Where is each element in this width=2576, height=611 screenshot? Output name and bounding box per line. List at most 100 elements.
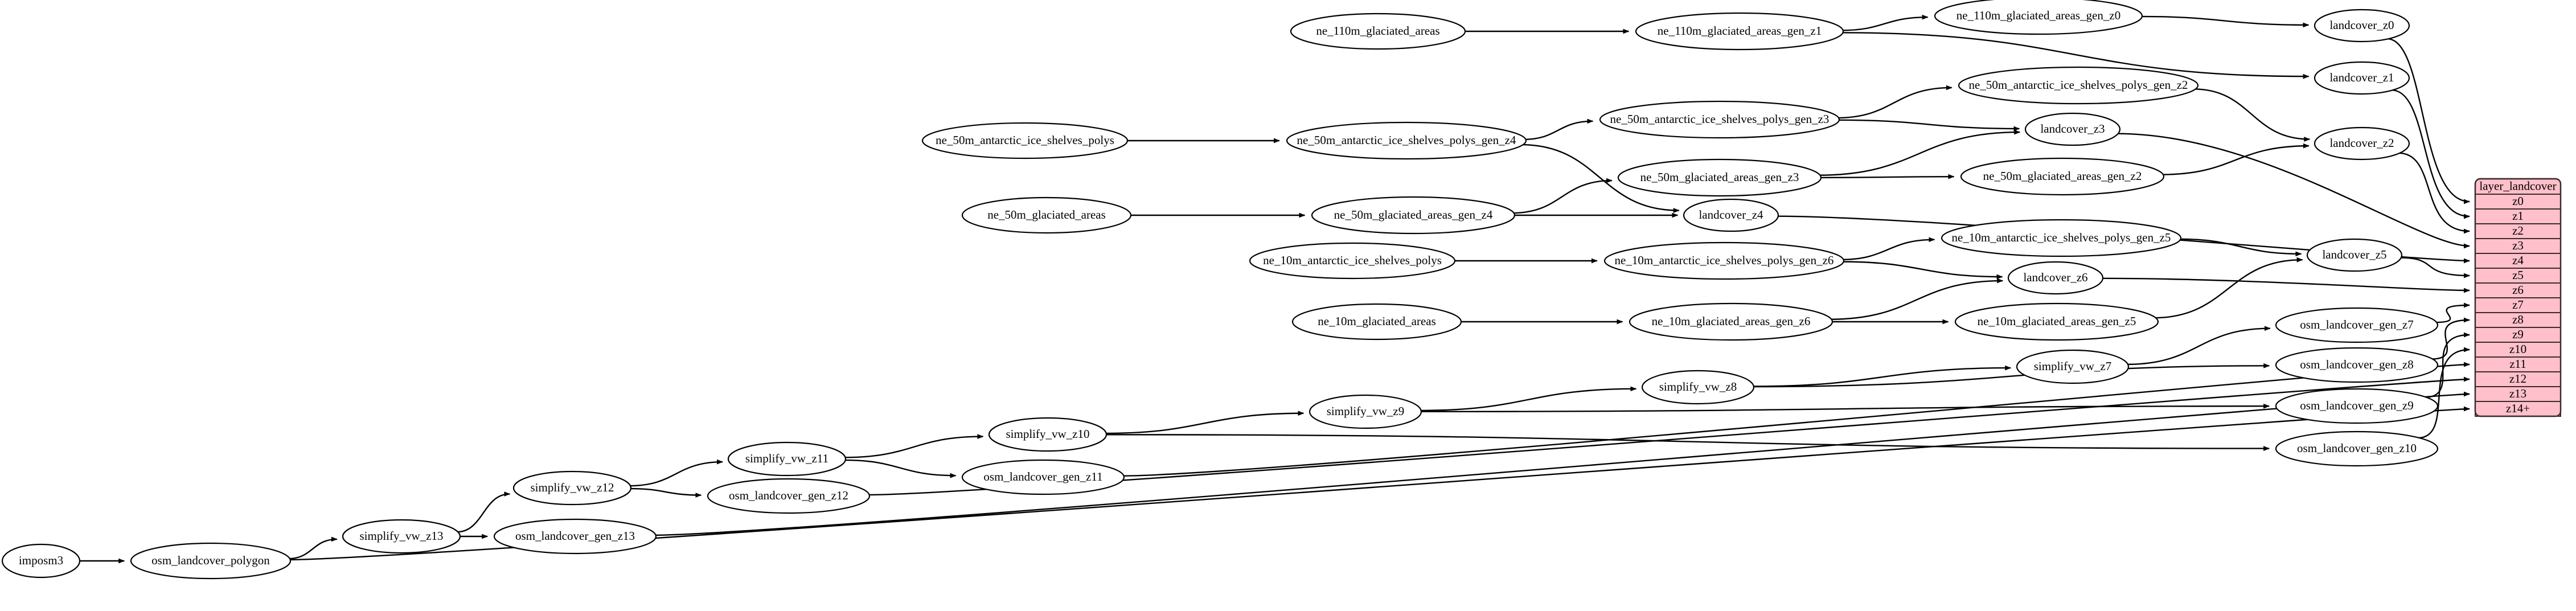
edge-ne_50m_antarctic_ice_shelves_polys_gen_z2-to-landcover_z2 — [2193, 88, 2311, 142]
node-imposm3[interactable]: imposm3 — [1, 543, 81, 579]
edge-simplify_vw_z13-to-simplify_vw_z12 — [457, 491, 511, 533]
node-shape-osm_landcover_polygon — [130, 542, 292, 580]
node-osm_landcover_polygon[interactable]: osm_landcover_polygon — [130, 542, 292, 580]
node-ne_50m_glaciated_areas[interactable]: ne_50m_glaciated_areas — [961, 196, 1132, 234]
node-osm_landcover_gen_z13[interactable]: osm_landcover_gen_z13 — [493, 518, 657, 555]
node-label-ne_110m_glaciated_areas: ne_110m_glaciated_areas — [1316, 24, 1439, 38]
edge-ne_10m_antarctic_ice_shelves_polys_gen_z6-to-landcover_z6 — [1841, 261, 2003, 280]
node-label-ne_10m_glaciated_areas: ne_10m_glaciated_areas — [1318, 314, 1436, 328]
node-ne_50m_glaciated_areas_gen_z4[interactable]: ne_50m_glaciated_areas_gen_z4 — [1311, 196, 1516, 235]
node-shape-ne_10m_antarctic_ice_shelves_polys — [1249, 242, 1456, 280]
node-ne_110m_glaciated_areas[interactable]: ne_110m_glaciated_areas — [1290, 13, 1466, 50]
edge-osm_landcover_gen_z10-to-layer_landcover_z10 — [2417, 347, 2470, 439]
node-ne_110m_glaciated_areas_gen_z0[interactable]: ne_110m_glaciated_areas_gen_z0 — [1934, 0, 2143, 35]
node-osm_landcover_gen_z9[interactable]: osm_landcover_gen_z9 — [2275, 388, 2439, 424]
node-label-landcover_z3: landcover_z3 — [2040, 122, 2105, 136]
edge-ne_50m_glaciated_areas_gen_z2-to-landcover_z2 — [2161, 143, 2310, 175]
edge-landcover_z0-to-layer_landcover_z0 — [2387, 38, 2470, 204]
node-ne_50m_antarctic_ice_shelves_polys_gen_z4[interactable]: ne_50m_antarctic_ice_shelves_polys_gen_z… — [1286, 121, 1527, 160]
edge-ne_50m_antarctic_ice_shelves_polys_gen_z3-to-landcover_z3 — [1836, 119, 2020, 132]
node-simplify_vw_z10[interactable]: simplify_vw_z10 — [988, 417, 1107, 452]
edge-simplify_vw_z9-to-simplify_vw_z8 — [1420, 386, 1637, 412]
node-ne_50m_glaciated_areas_gen_z2[interactable]: ne_50m_glaciated_areas_gen_z2 — [1960, 157, 2165, 196]
node-simplify_vw_z7[interactable]: simplify_vw_z7 — [2016, 349, 2130, 384]
node-ne_10m_antarctic_ice_shelves_polys[interactable]: ne_10m_antarctic_ice_shelves_polys — [1249, 242, 1456, 280]
edge-simplify_vw_z11-to-osm_landcover_gen_z11 — [844, 459, 957, 478]
node-landcover_z6[interactable]: landcover_z6 — [2007, 261, 2104, 295]
node-label-simplify_vw_z11: simplify_vw_z11 — [745, 452, 828, 465]
node-label-ne_50m_antarctic_ice_shelves_polys_gen_z2: ne_50m_antarctic_ice_shelves_polys_gen_z… — [1969, 78, 2188, 92]
node-shape-simplify_vw_z12 — [512, 470, 632, 506]
layer-table-row-label-z4: z4 — [2512, 253, 2524, 267]
node-label-ne_50m_antarctic_ice_shelves_polys: ne_50m_antarctic_ice_shelves_polys — [936, 133, 1114, 147]
layer-table-row-label-z13: z13 — [2509, 387, 2526, 400]
node-shape-landcover_z3 — [2024, 112, 2121, 146]
node-landcover_z2[interactable]: landcover_z2 — [2314, 126, 2410, 161]
node-label-osm_landcover_gen_z12: osm_landcover_gen_z12 — [729, 489, 848, 502]
node-label-osm_landcover_gen_z11: osm_landcover_gen_z11 — [983, 470, 1102, 483]
node-ne_10m_glaciated_areas_gen_z5[interactable]: ne_10m_glaciated_areas_gen_z5 — [1954, 302, 2159, 341]
node-simplify_vw_z9[interactable]: simplify_vw_z9 — [1308, 394, 1422, 429]
node-landcover_z4[interactable]: landcover_z4 — [1683, 198, 1779, 232]
node-shape-simplify_vw_z10 — [988, 417, 1107, 452]
node-ne_50m_glaciated_areas_gen_z3[interactable]: ne_50m_glaciated_areas_gen_z3 — [1617, 158, 1822, 197]
node-label-osm_landcover_polygon: osm_landcover_polygon — [151, 553, 270, 567]
node-shape-ne_50m_antarctic_ice_shelves_polys — [921, 122, 1129, 159]
edge-ne_110m_glaciated_areas_gen_z1-to-ne_110m_glaciated_areas_gen_z0 — [1841, 14, 1929, 31]
node-simplify_vw_z12[interactable]: simplify_vw_z12 — [512, 470, 632, 506]
node-simplify_vw_z8[interactable]: simplify_vw_z8 — [1641, 370, 1755, 405]
layer-table-row-label-z5: z5 — [2512, 268, 2524, 282]
layer-table-row-label-z2: z2 — [2512, 224, 2524, 237]
edge-ne_10m_antarctic_ice_shelves_polys_gen_z5-to-landcover_z5 — [2178, 238, 2302, 257]
edge-osm_landcover_polygon-to-simplify_vw_z13 — [288, 536, 338, 560]
edge-ne_10m_antarctic_ice_shelves_polys_gen_z6-to-ne_10m_antarctic_ice_shelves_polys_gen_z5 — [1841, 237, 1935, 261]
node-osm_landcover_gen_z8[interactable]: osm_landcover_gen_z8 — [2275, 347, 2439, 383]
edge-ne_50m_antarctic_ice_shelves_polys_gen_z3-to-ne_50m_antarctic_ice_shelves_polys_gen_z2 — [1836, 85, 1952, 119]
node-shape-landcover_z5 — [2306, 238, 2403, 272]
layer-table-row-z3[interactable] — [2475, 238, 2561, 254]
layer-table-row-label-z0: z0 — [2512, 194, 2524, 208]
node-landcover_z3[interactable]: landcover_z3 — [2024, 112, 2121, 146]
node-shape-ne_50m_antarctic_ice_shelves_polys_gen_z2 — [1958, 66, 2199, 105]
node-simplify_vw_z11[interactable]: simplify_vw_z11 — [727, 441, 847, 477]
layer-table-row-z7[interactable] — [2475, 297, 2561, 313]
layer-table-row-label-z9: z9 — [2512, 327, 2524, 341]
node-landcover_z0[interactable]: landcover_z0 — [2314, 9, 2410, 43]
edge-osm_landcover_gen_z13-to-layer_landcover_z13 — [654, 391, 2470, 536]
edge-osm_landcover_gen_z9-to-layer_landcover_z9 — [2425, 332, 2470, 399]
layer-table-row-z13[interactable] — [2475, 386, 2561, 402]
node-label-osm_landcover_gen_z9: osm_landcover_gen_z9 — [2300, 399, 2413, 412]
node-shape-ne_10m_glaciated_areas_gen_z6 — [1629, 302, 1833, 341]
node-label-ne_50m_glaciated_areas_gen_z4: ne_50m_glaciated_areas_gen_z4 — [1334, 208, 1493, 222]
node-shape-ne_110m_glaciated_areas_gen_z1 — [1635, 12, 1844, 51]
node-osm_landcover_gen_z10[interactable]: osm_landcover_gen_z10 — [2275, 430, 2439, 467]
node-osm_landcover_gen_z12[interactable]: osm_landcover_gen_z12 — [707, 478, 871, 514]
edge-landcover_z3-to-layer_landcover_z3 — [2117, 133, 2470, 249]
node-label-landcover_z6: landcover_z6 — [2023, 270, 2087, 284]
node-simplify_vw_z13[interactable]: simplify_vw_z13 — [342, 519, 461, 554]
node-label-simplify_vw_z10: simplify_vw_z10 — [1006, 427, 1090, 441]
node-label-simplify_vw_z8: simplify_vw_z8 — [1659, 380, 1737, 393]
node-ne_50m_antarctic_ice_shelves_polys[interactable]: ne_50m_antarctic_ice_shelves_polys — [921, 122, 1129, 159]
node-shape-osm_landcover_gen_z10 — [2275, 430, 2439, 467]
node-ne_110m_glaciated_areas_gen_z1[interactable]: ne_110m_glaciated_areas_gen_z1 — [1635, 12, 1844, 51]
layer-table-row-z12[interactable] — [2475, 371, 2561, 387]
edge-ne_50m_glaciated_areas_gen_z3-to-landcover_z3 — [1818, 129, 2021, 176]
node-ne_50m_antarctic_ice_shelves_polys_gen_z3[interactable]: ne_50m_antarctic_ice_shelves_polys_gen_z… — [1599, 100, 1840, 139]
node-ne_10m_antarctic_ice_shelves_polys_gen_z5[interactable]: ne_10m_antarctic_ice_shelves_polys_gen_z… — [1941, 219, 2182, 257]
node-shape-simplify_vw_z9 — [1308, 394, 1422, 429]
edge-osm_landcover_gen_z7-to-layer_landcover_z7 — [2435, 302, 2470, 323]
node-ne_10m_glaciated_areas[interactable]: ne_10m_glaciated_areas — [1291, 303, 1462, 341]
node-osm_landcover_gen_z11[interactable]: osm_landcover_gen_z11 — [961, 459, 1125, 495]
node-osm_landcover_gen_z7[interactable]: osm_landcover_gen_z7 — [2275, 307, 2439, 343]
layer-table-row-label-z6: z6 — [2512, 283, 2524, 297]
node-label-ne_10m_antarctic_ice_shelves_polys_gen_z5: ne_10m_antarctic_ice_shelves_polys_gen_z… — [1952, 231, 2171, 244]
node-label-landcover_z0: landcover_z0 — [2329, 18, 2394, 32]
node-landcover_z1[interactable]: landcover_z1 — [2314, 61, 2410, 95]
node-ne_10m_glaciated_areas_gen_z6[interactable]: ne_10m_glaciated_areas_gen_z6 — [1629, 302, 1833, 341]
node-shape-imposm3 — [1, 543, 81, 579]
node-landcover_z5[interactable]: landcover_z5 — [2306, 238, 2403, 272]
node-ne_10m_antarctic_ice_shelves_polys_gen_z6[interactable]: ne_10m_antarctic_ice_shelves_polys_gen_z… — [1603, 241, 1845, 280]
node-ne_50m_antarctic_ice_shelves_polys_gen_z2[interactable]: ne_50m_antarctic_ice_shelves_polys_gen_z… — [1958, 66, 2199, 105]
